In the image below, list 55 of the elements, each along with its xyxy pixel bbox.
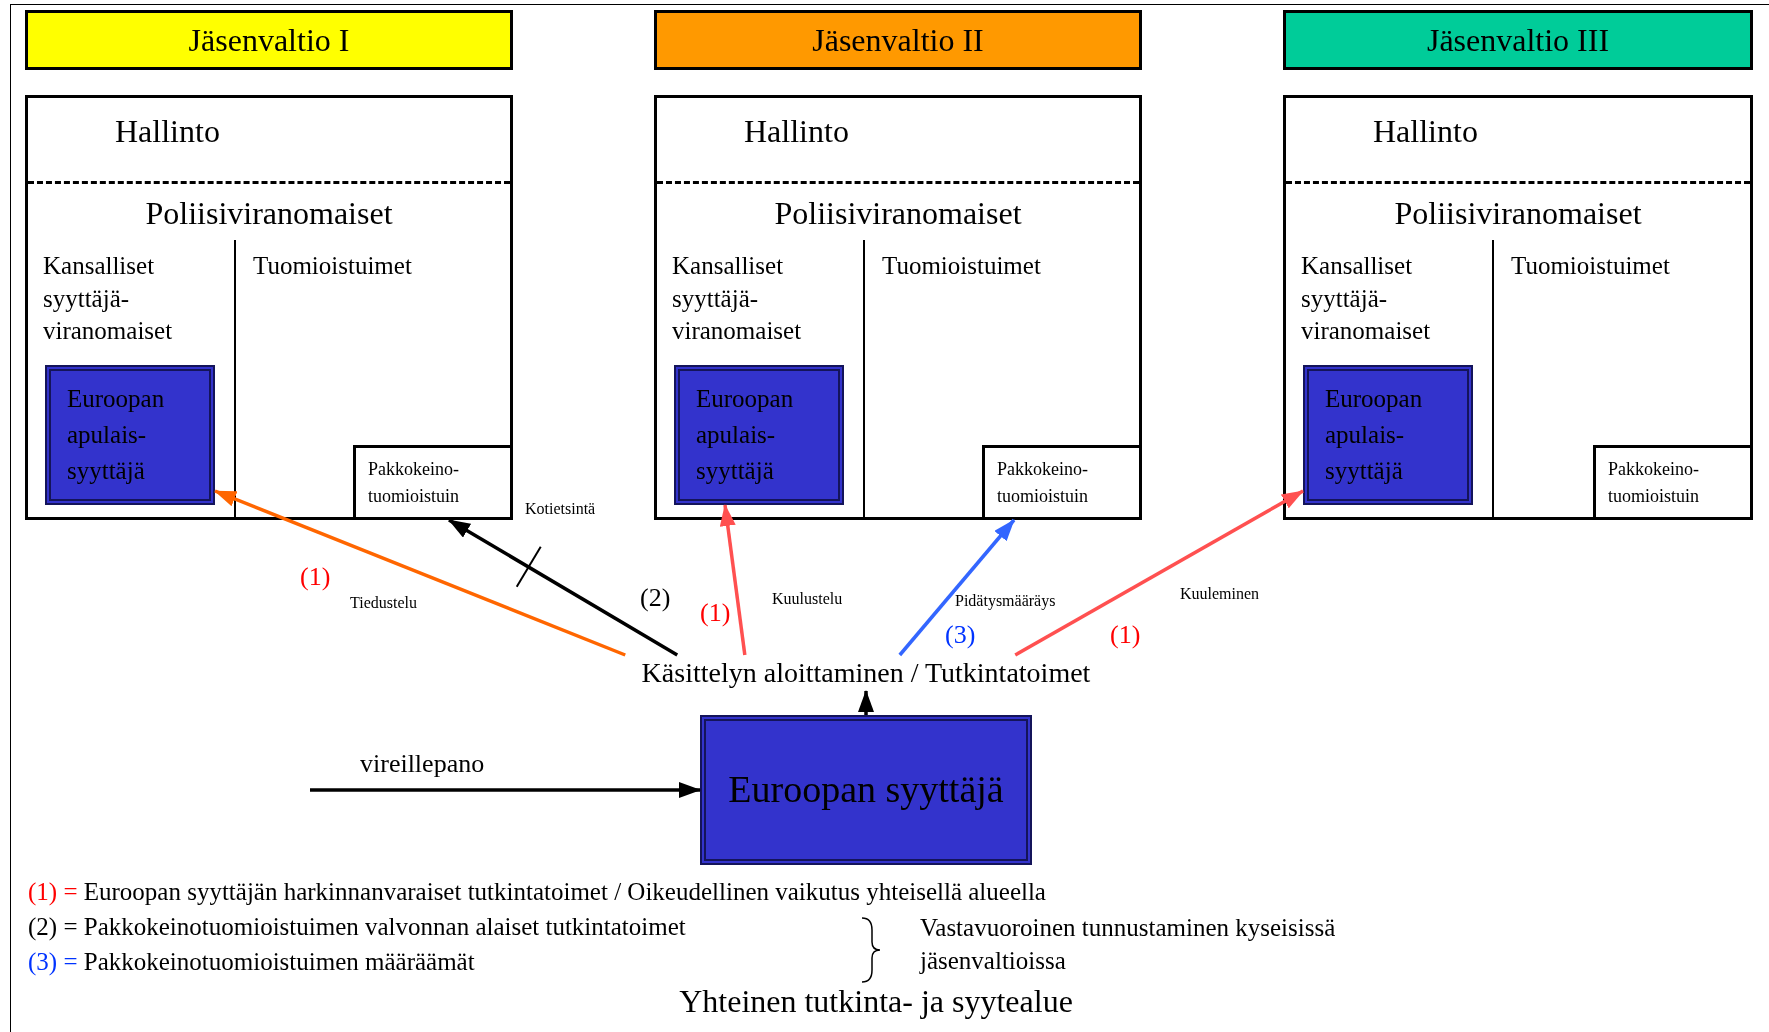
prosecutor-name: Euroopan apulais- syyttäjä: [67, 383, 166, 487]
column-heading: Tuomioistuimet: [1511, 251, 1671, 281]
state-panel: [25, 95, 513, 520]
state-name: Jäsenvaltio III: [1426, 21, 1610, 59]
section-heading: Poliisiviranomaiset: [1393, 195, 1643, 232]
key-text: (3) = Pakkokeinotuomioistuimen määräämät: [28, 948, 475, 976]
court-name: Pakkokeino- tuomioistuin: [997, 457, 1089, 508]
prosecutor-box: [1303, 365, 1473, 505]
arrow: [1014, 489, 1304, 657]
prosecutor-box: [674, 365, 844, 505]
callout-number: (1): [1110, 620, 1141, 650]
arrow: [448, 518, 679, 657]
state-header-bar: [25, 10, 513, 70]
arrow: [310, 782, 701, 798]
section-heading: Poliisiviranomaiset: [773, 195, 1023, 232]
section-heading: Hallinto: [1373, 113, 1478, 150]
callout-number: (2): [640, 583, 671, 613]
arrow: [214, 489, 626, 657]
prosecutor-name: Euroopan syyttäjä: [727, 767, 1005, 813]
arrow: [719, 504, 747, 656]
state-panel: [654, 95, 1142, 520]
key-text: (2) = Pakkokeinotuomioistuimen valvonnan alaiset tutkintatoimet: [28, 913, 686, 941]
edge-label: Pidätysmääräys: [955, 592, 1056, 610]
key-text: (1) = Euroopan syyttäjän harkinnanvaraiset tutkintatoimet / Oikeudellinen vaikutus yhteisellä alueella: [28, 878, 1046, 906]
state-panel: [1283, 95, 1753, 520]
column-heading: Kansalliset syyttäjä- viranomaiset: [43, 251, 174, 346]
column-heading: Tuomioistuimet: [882, 251, 1042, 281]
process-label: Käsittelyn aloittaminen / Tutkintatoimet: [606, 655, 1126, 691]
callout-number: (3): [945, 620, 976, 650]
area-frame: [10, 4, 1769, 1032]
state-header-bar: [1283, 10, 1753, 70]
section-heading: Poliisiviranomaiset: [144, 195, 394, 232]
column-heading: Kansalliset syyttäjä- viranomaiset: [1301, 251, 1432, 346]
state-name: Jäsenvaltio II: [812, 21, 984, 59]
column-heading: Tuomioistuimet: [253, 251, 413, 281]
prosecutor-box: [700, 715, 1032, 865]
callout-number: (1): [300, 562, 331, 592]
callout-number: (1): [700, 598, 731, 628]
note-text: Vastavuoroinen tunnustaminen kyseisissä jäsenvaltioissa: [920, 913, 1337, 976]
state-name: Jäsenvaltio I: [188, 21, 350, 59]
section-heading: Hallinto: [744, 113, 849, 150]
arrow: [858, 690, 874, 715]
area-title: Yhteinen tutkinta- ja syytealue: [678, 983, 1074, 1020]
court-name: Pakkokeino- tuomioistuin: [1608, 457, 1700, 508]
prosecutor-name: Euroopan apulais- syyttäjä: [1325, 383, 1424, 487]
court-box: [982, 445, 1142, 520]
column-heading: Kansalliset syyttäjä- viranomaiset: [672, 251, 803, 346]
court-name: Pakkokeino- tuomioistuin: [368, 457, 460, 508]
prosecutor-box: [45, 365, 215, 505]
arrow: [898, 518, 1016, 657]
prosecutor-name: Euroopan apulais- syyttäjä: [696, 383, 795, 487]
state-header-bar: [654, 10, 1142, 70]
section-heading: Hallinto: [115, 113, 220, 150]
court-box: [353, 445, 513, 520]
court-box: [1593, 445, 1753, 520]
